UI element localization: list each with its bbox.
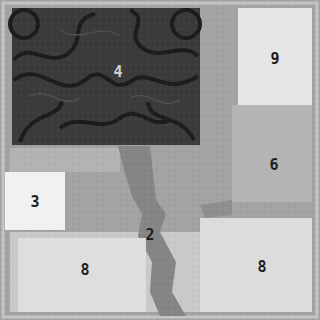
light-region: 8 — [18, 238, 146, 312]
light-region: 8 — [200, 218, 312, 312]
mid-region: 6 — [232, 105, 312, 202]
region-number: 2 — [145, 228, 154, 243]
region-number: 9 — [270, 52, 279, 67]
region-number: 4 — [113, 65, 122, 80]
region-number: 6 — [269, 158, 278, 173]
region-number: 3 — [30, 195, 39, 210]
region-number: 8 — [257, 260, 266, 275]
region-number: 8 — [80, 263, 89, 278]
white-region: 3 — [5, 172, 65, 230]
light-region: 9 — [238, 8, 312, 105]
dark-region: 4 — [12, 8, 200, 145]
